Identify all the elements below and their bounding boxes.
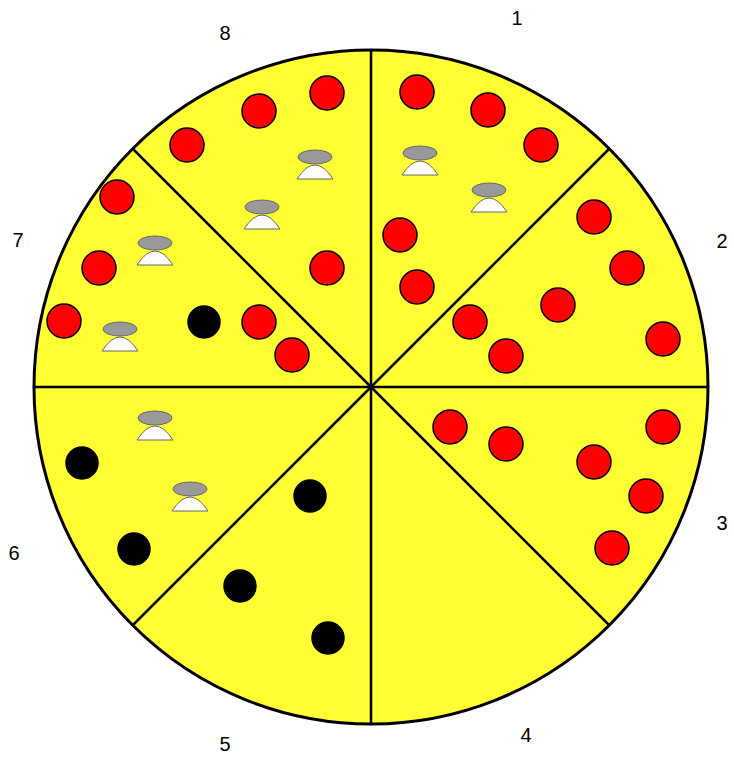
olive bbox=[118, 533, 150, 565]
slice-number: 1 bbox=[511, 8, 522, 28]
mushroom-stem bbox=[172, 497, 208, 511]
slice-number: 3 bbox=[716, 513, 727, 533]
pepperoni bbox=[433, 410, 467, 444]
pepperoni bbox=[100, 180, 134, 214]
pepperoni bbox=[471, 93, 505, 127]
pepperoni bbox=[170, 128, 204, 162]
pepperoni bbox=[524, 128, 558, 162]
mushroom-stem bbox=[402, 161, 438, 175]
pepperoni bbox=[275, 338, 309, 372]
toppings bbox=[47, 75, 680, 654]
pepperoni bbox=[383, 218, 417, 252]
mushroom-cap bbox=[298, 150, 332, 164]
slice-number: 7 bbox=[12, 230, 23, 250]
pepperoni bbox=[242, 94, 276, 128]
mushroom-cap bbox=[138, 411, 172, 425]
pepperoni bbox=[400, 75, 434, 109]
pepperoni bbox=[595, 531, 629, 565]
slice-number: 8 bbox=[219, 23, 230, 43]
slice-number: 5 bbox=[219, 734, 230, 754]
pepperoni bbox=[400, 270, 434, 304]
slice-cuts bbox=[34, 50, 708, 724]
pepperoni bbox=[310, 76, 344, 110]
pepperoni bbox=[453, 305, 487, 339]
mushroom-cap bbox=[138, 236, 172, 250]
mushroom-cap bbox=[245, 200, 279, 214]
olive bbox=[312, 622, 344, 654]
mushroom-cap bbox=[403, 146, 437, 160]
mushroom-stem bbox=[137, 251, 173, 265]
mushroom-stem bbox=[297, 165, 333, 179]
slice-number: 4 bbox=[520, 725, 531, 745]
pepperoni bbox=[646, 322, 680, 356]
pepperoni bbox=[242, 305, 276, 339]
slice-number: 6 bbox=[8, 543, 19, 563]
pepperoni bbox=[577, 200, 611, 234]
pepperoni bbox=[629, 479, 663, 513]
pepperoni bbox=[310, 251, 344, 285]
pepperoni bbox=[646, 410, 680, 444]
mushroom-stem bbox=[137, 426, 173, 440]
mushroom-cap bbox=[103, 322, 137, 336]
pepperoni bbox=[489, 427, 523, 461]
olive bbox=[66, 447, 98, 479]
pepperoni bbox=[82, 251, 116, 285]
mushroom-stem bbox=[102, 337, 138, 351]
pepperoni bbox=[577, 445, 611, 479]
slice-number: 2 bbox=[716, 231, 727, 251]
mushroom-cap bbox=[472, 183, 506, 197]
olive bbox=[224, 570, 256, 602]
pepperoni bbox=[489, 339, 523, 373]
pepperoni bbox=[47, 304, 81, 338]
mushroom-cap bbox=[173, 482, 207, 496]
pizza-base bbox=[34, 50, 708, 724]
mushroom-stem bbox=[244, 215, 280, 229]
olive bbox=[294, 480, 326, 512]
pepperoni bbox=[541, 288, 575, 322]
mushroom-stem bbox=[471, 198, 507, 212]
olive bbox=[188, 306, 220, 338]
pepperoni bbox=[610, 251, 644, 285]
